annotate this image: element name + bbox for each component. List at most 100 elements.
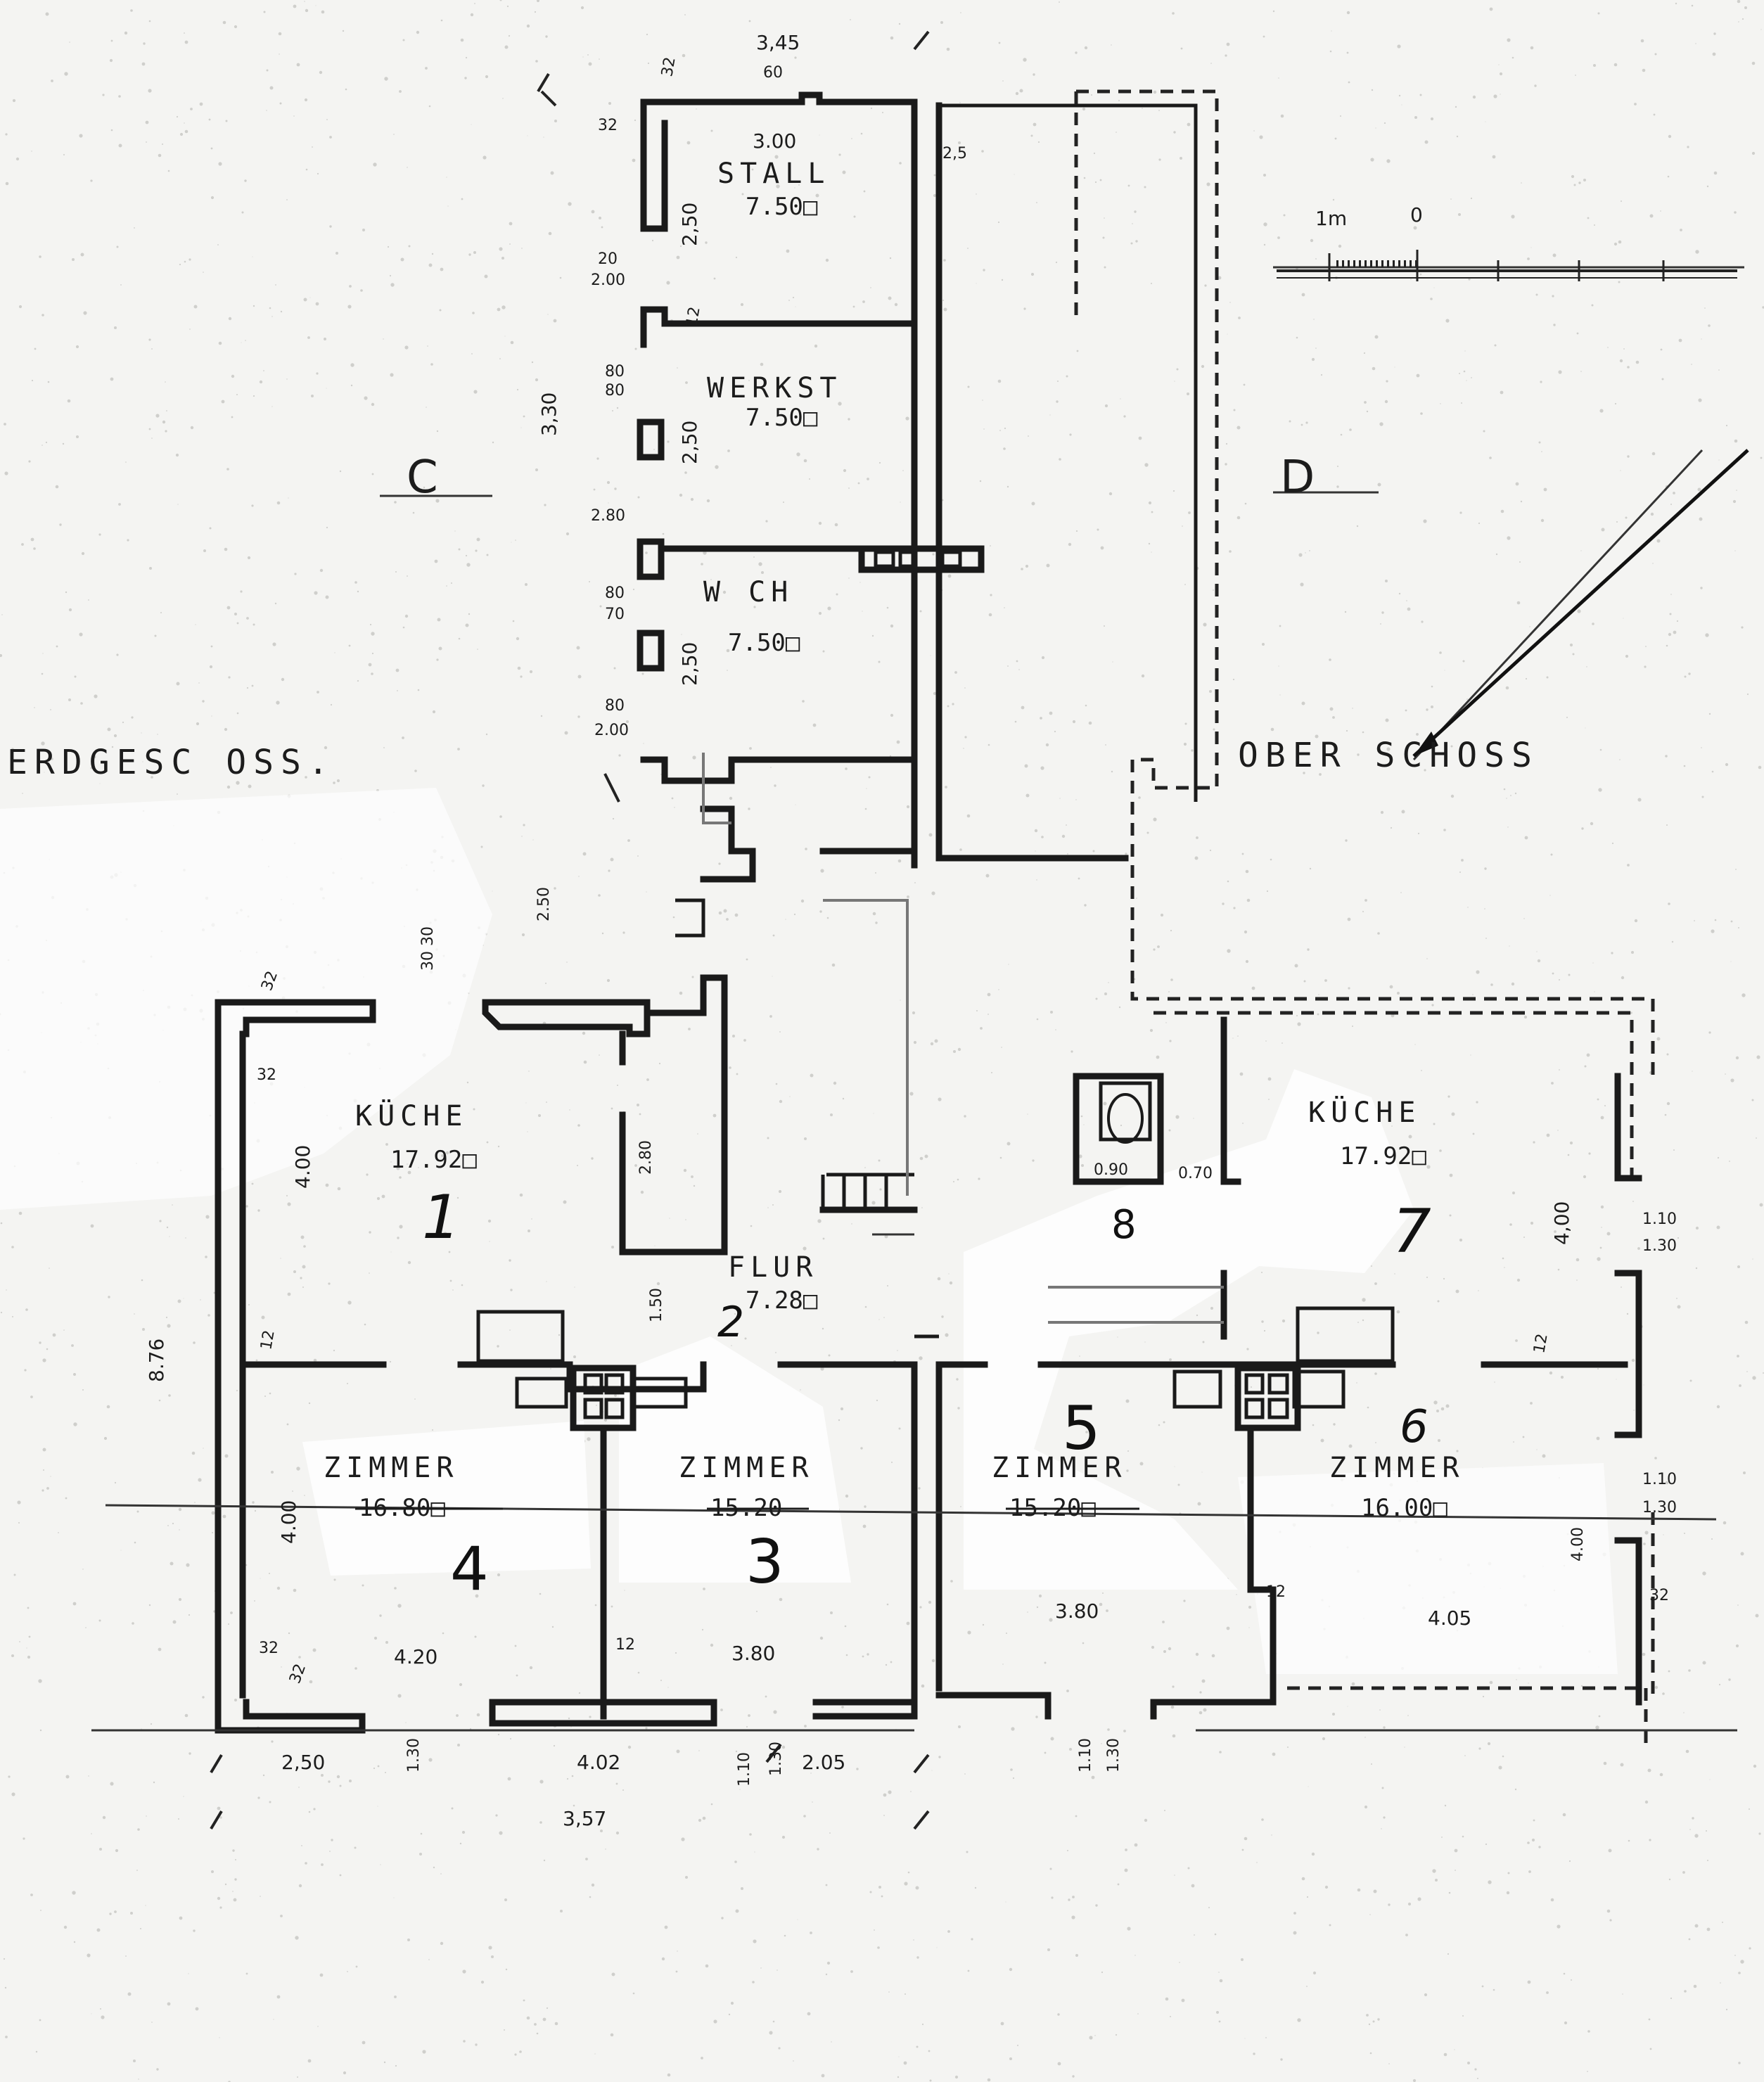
grain-dot <box>253 395 255 397</box>
grain-dot <box>276 501 281 505</box>
grain-dot <box>976 283 977 284</box>
grain-dot <box>611 1107 613 1110</box>
grain-dot <box>1416 373 1420 378</box>
dim-200b: 2.00 <box>594 722 629 739</box>
grain-dot <box>802 700 805 703</box>
grain-dot <box>577 1124 580 1127</box>
grain-dot <box>1232 1037 1234 1039</box>
grain-dot <box>1187 122 1191 127</box>
grain-dot <box>472 312 475 314</box>
grain-dot <box>1069 433 1072 436</box>
grain-dot <box>1505 686 1509 690</box>
grain-dot <box>1153 948 1156 951</box>
grain-dot <box>190 426 194 430</box>
grain-dot <box>41 445 43 446</box>
grain-dot <box>1397 44 1401 49</box>
grain-dot <box>906 1621 910 1626</box>
grain-dot <box>1741 18 1744 20</box>
grain-dot <box>1567 1154 1570 1156</box>
grain-dot <box>851 1223 852 1225</box>
grain-dot <box>622 1789 624 1791</box>
grain-dot <box>151 348 153 350</box>
grain-dot <box>1735 869 1737 870</box>
room-name-zimmer-5: ZIMMER <box>992 1452 1127 1484</box>
grain-dot <box>1116 132 1117 133</box>
grain-dot <box>1138 436 1142 440</box>
grain-dot <box>385 1641 388 1644</box>
grain-dot <box>1502 1755 1504 1758</box>
grain-dot <box>45 441 48 444</box>
grain-dot <box>304 1495 305 1496</box>
grain-dot <box>1737 1355 1739 1358</box>
grain-dot <box>1371 1763 1372 1765</box>
grain-dot <box>546 2007 549 2010</box>
grain-dot <box>58 1532 59 1533</box>
grain-dot <box>1640 39 1644 43</box>
room-number-3: 3 <box>746 1527 784 1597</box>
grain-dot <box>1645 646 1647 647</box>
dim-bottom-205: 2.05 <box>802 1751 845 1774</box>
grain-dot <box>545 35 548 38</box>
grain-dot <box>1758 1832 1761 1835</box>
grain-dot <box>1644 1531 1649 1535</box>
grain-dot <box>860 1447 863 1450</box>
grain-dot <box>1420 412 1423 415</box>
grain-dot <box>1194 856 1199 860</box>
grain-dot <box>383 747 385 748</box>
grain-dot <box>1099 179 1102 181</box>
grain-dot <box>1236 426 1241 430</box>
grain-dot <box>840 1407 844 1411</box>
grain-dot <box>1622 1993 1623 1995</box>
grain-dot <box>938 1756 941 1758</box>
grain-dot <box>1580 371 1582 372</box>
grain-dot <box>1301 293 1305 297</box>
grain-dot <box>1010 1768 1013 1771</box>
grain-dot <box>1106 1609 1108 1612</box>
grain-dot <box>253 623 255 626</box>
grain-dot <box>795 37 797 38</box>
grain-dot <box>762 143 765 146</box>
grain-dot <box>224 1454 229 1458</box>
grain-dot <box>883 1815 885 1816</box>
grain-dot <box>1329 658 1331 661</box>
grain-dot <box>1484 908 1485 909</box>
grain-dot <box>184 129 188 134</box>
grain-dot <box>293 1270 296 1273</box>
grain-dot <box>532 839 534 841</box>
grain-dot <box>1540 518 1545 523</box>
upper-floor-arrow <box>1412 449 1749 758</box>
grain-dot <box>286 199 288 200</box>
grain-dot <box>316 372 319 375</box>
grain-dot <box>436 658 439 661</box>
grain-dot <box>916 2045 919 2048</box>
grain-dot <box>1149 1028 1153 1033</box>
grain-dot <box>792 296 795 299</box>
grain-dot <box>373 1636 378 1640</box>
grain-dot <box>1070 1410 1072 1411</box>
grain-dot <box>384 77 388 81</box>
grain-dot <box>130 1912 133 1915</box>
grain-dot <box>219 1906 222 1909</box>
grain-dot <box>1357 1322 1359 1323</box>
grain-dot <box>1044 1661 1047 1664</box>
grain-dot <box>591 1883 595 1887</box>
grain-dot <box>108 1296 110 1298</box>
grain-dot <box>919 1156 923 1161</box>
grain-dot <box>4 423 6 426</box>
grain-dot <box>1320 373 1323 376</box>
grain-dot <box>1036 1018 1039 1021</box>
grain-dot <box>271 406 273 407</box>
grain-dot <box>1117 1336 1118 1338</box>
grain-dot <box>1340 115 1341 117</box>
grain-dot <box>535 378 539 382</box>
grain-dot <box>1202 1341 1205 1343</box>
grain-dot <box>1488 1880 1492 1884</box>
grain-dot <box>1126 1469 1129 1472</box>
grain-dot <box>1536 951 1538 952</box>
grain-dot <box>315 302 319 306</box>
grain-dot <box>1333 1423 1336 1426</box>
dim-200a: 2.00 <box>591 272 625 289</box>
grain-dot <box>1471 377 1472 378</box>
dim-420: 4.20 <box>394 1645 437 1668</box>
grain-dot <box>272 642 276 646</box>
